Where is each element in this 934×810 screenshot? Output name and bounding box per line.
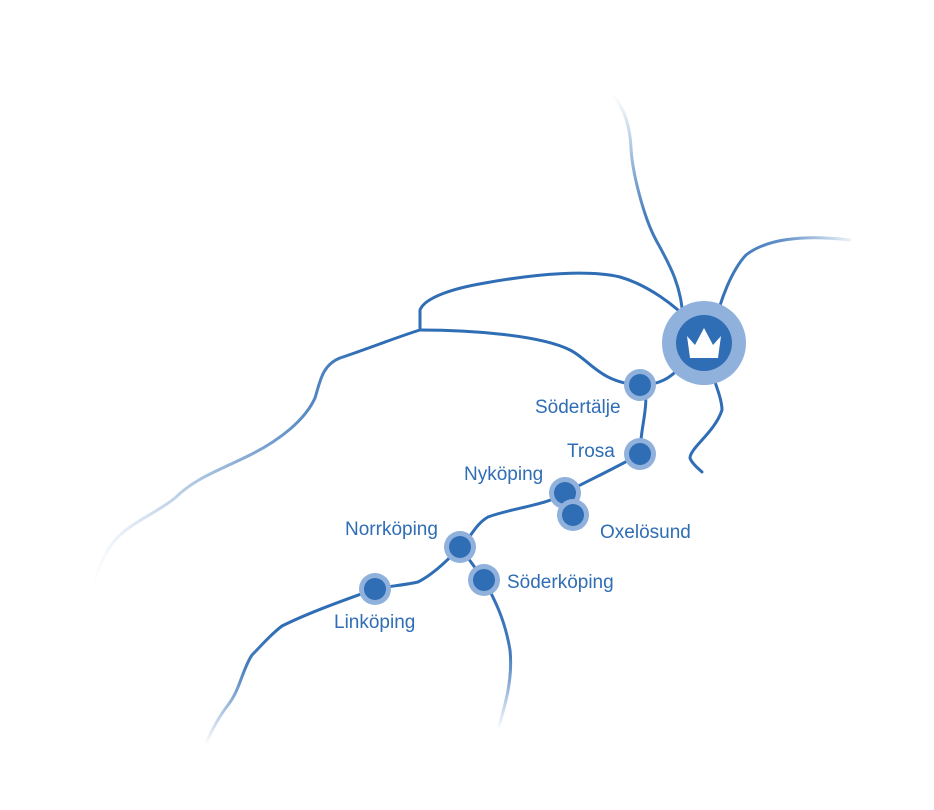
city-label-soderkoping: Söderköping [507,572,614,593]
city-dot [473,569,495,591]
city-label-nykoping: Nyköping [464,464,543,485]
route-west-outer [90,271,692,602]
route-southwest-tail [203,624,284,747]
hub-marker[interactable] [662,301,746,385]
city-label-norrkoping: Norrköping [345,519,438,540]
city-marker-soderkoping[interactable] [468,564,500,596]
city-marker-oxelosund[interactable] [557,499,589,531]
city-marker-linkoping[interactable] [359,573,391,605]
city-dot [629,443,651,465]
route-north [611,93,685,322]
route-south-east [688,366,724,474]
city-marker-trosa[interactable] [624,438,656,470]
city-marker-norrkoping[interactable] [444,531,476,563]
city-label-linkoping: Linköping [334,612,415,633]
city-label-trosa: Trosa [567,441,615,462]
city-dot [562,504,584,526]
city-dot [364,578,386,600]
route-south-tail [482,578,513,732]
city-label-sodertalje: Södertälje [535,397,621,418]
city-marker-sodertalje[interactable] [624,369,656,401]
route-northeast [713,236,852,327]
city-dot [554,482,576,504]
route-west-inner [418,328,642,387]
city-label-oxelosund: Oxelösund [600,522,691,543]
city-dot [449,536,471,558]
city-dot [629,374,651,396]
crown-icon [687,328,721,358]
